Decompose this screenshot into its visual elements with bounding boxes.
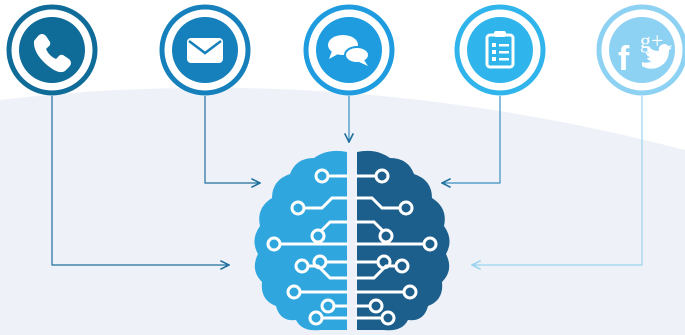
brain-circuit-icon (254, 150, 450, 331)
brain-right-hemisphere (357, 150, 450, 331)
connector-survey (442, 96, 501, 183)
phone-icon (33, 34, 71, 73)
social-media-icon: f g+ (618, 28, 672, 78)
brain-left-hemisphere (254, 150, 347, 331)
facebook-icon: f (618, 40, 630, 78)
google-plus-icon: g+ (640, 28, 663, 53)
chat-bubbles-icon (328, 35, 370, 66)
channel-email (159, 4, 251, 96)
connector-social (472, 96, 643, 265)
connector-email (204, 96, 260, 183)
channel-chat (303, 4, 395, 96)
channel-survey (454, 4, 546, 96)
connector-phone (51, 96, 229, 265)
envelope-icon (187, 38, 223, 63)
channel-social: f g+ (596, 4, 685, 96)
clipboard-checklist-icon (485, 31, 515, 69)
channel-phone (6, 4, 98, 96)
twitter-icon (642, 44, 672, 69)
brain-right-circuits (355, 168, 438, 326)
brain-left-circuits (266, 168, 349, 326)
connectors (51, 96, 643, 265)
